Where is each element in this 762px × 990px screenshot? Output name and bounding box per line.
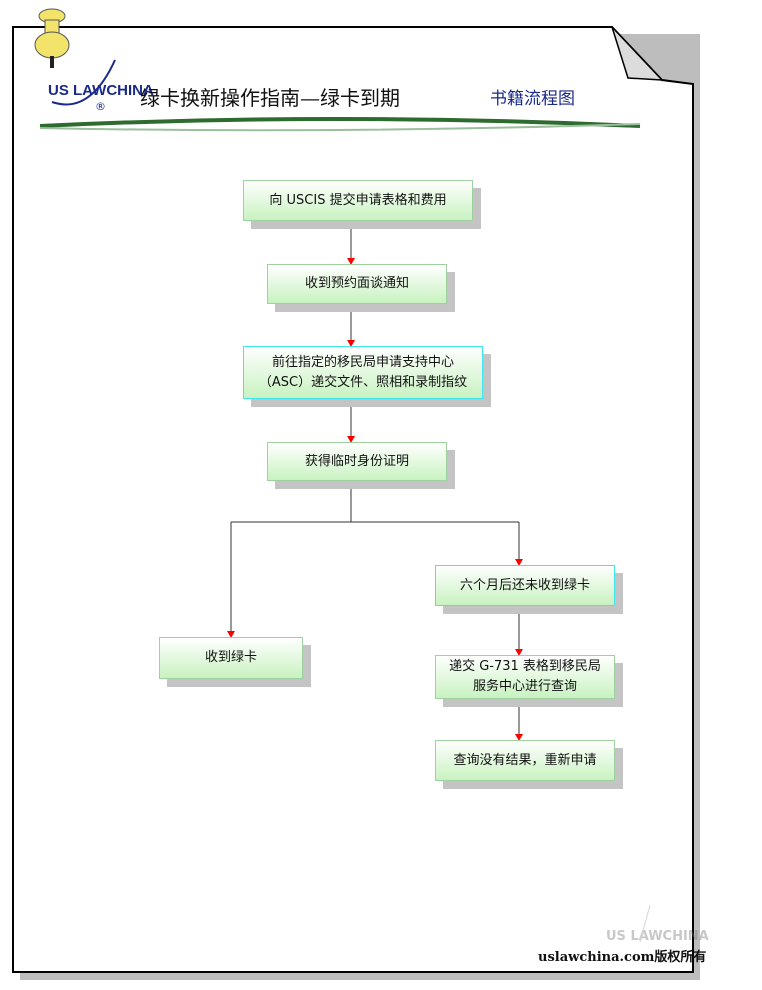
- step-no-card-six-months: 六个月后还未收到绿卡: [435, 565, 615, 606]
- step-interview-notice: 收到预约面谈通知: [267, 264, 447, 304]
- arrowheads: [227, 258, 523, 741]
- step-asc-line-2: （ASC）递交文件、照相和录制指纹: [258, 374, 468, 390]
- step-g731-line-1: 递交 G-731 表格到移民局: [449, 659, 601, 674]
- svg-text:US LAWCHINA: US LAWCHINA: [606, 929, 709, 944]
- page-title: 绿卡换新操作指南—绿卡到期: [140, 86, 400, 110]
- connector-lines: [230, 221, 520, 736]
- step-submit-forms: 向 USCIS 提交申请表格和费用: [243, 180, 473, 221]
- step-reapply: 查询没有结果，重新申请: [435, 740, 615, 781]
- step-asc-visit: 前往指定的移民局申请支持中心 （ASC）递交文件、照相和录制指纹: [243, 346, 483, 399]
- step-receive-card: 收到绿卡: [159, 637, 303, 679]
- step-submit-g731: 递交 G-731 表格到移民局 服务中心进行查询: [435, 655, 615, 699]
- step-g731-line-2: 服务中心进行查询: [472, 679, 577, 694]
- svg-text:US LAWCHINA: US LAWCHINA: [48, 82, 154, 99]
- svg-text:®: ®: [95, 100, 106, 113]
- logo-icon: US LAWCHINA ®: [48, 59, 154, 113]
- page-subtitle: 书籍流程图: [490, 89, 575, 109]
- watermark-logo: US LAWCHINA: [606, 904, 709, 944]
- pushpin-icon: [34, 8, 70, 68]
- decorative-vine-divider: [39, 117, 641, 132]
- step-asc-line-1: 前往指定的移民局申请支持中心: [271, 354, 454, 370]
- copyright-text: uslawchina.com版权所有: [538, 950, 707, 965]
- step-temporary-proof: 获得临时身份证明: [267, 442, 447, 481]
